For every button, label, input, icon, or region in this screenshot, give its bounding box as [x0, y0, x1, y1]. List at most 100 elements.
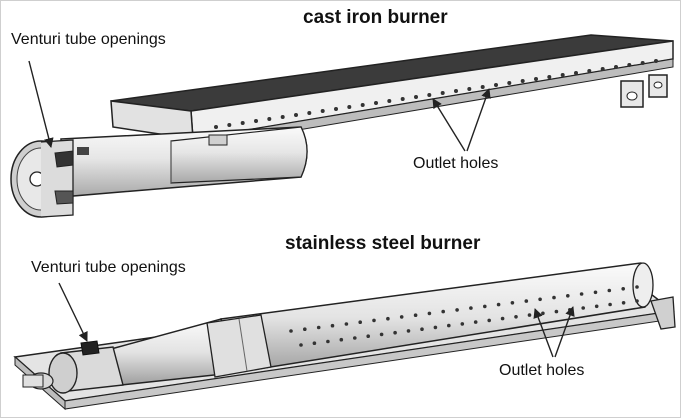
outlet-hole [514, 315, 518, 319]
outlet-hole [334, 107, 338, 111]
outlet-hole [593, 290, 598, 295]
outlet-hole [227, 123, 232, 127]
outlet-hole [608, 302, 612, 307]
outlet-hole [267, 117, 272, 121]
outlet-hole [387, 99, 392, 103]
outlet-hole [440, 91, 445, 95]
outlet-hole [574, 71, 578, 75]
outlet-hole [433, 325, 438, 330]
cast-iron-venturi-tube [10, 126, 308, 218]
outlet-hole [372, 318, 376, 323]
outlet-hole [455, 308, 459, 312]
outlet-hole [510, 301, 515, 305]
outlet-hole [214, 125, 218, 129]
outlet-hole [538, 297, 542, 302]
outlet-hole [524, 299, 529, 303]
outlet-hole [427, 93, 432, 97]
cast-iron-burner [10, 34, 674, 218]
cast-iron-venturi-label: Venturi tube openings [11, 31, 166, 48]
outlet-hole [534, 77, 538, 81]
outlet-hole [496, 302, 501, 307]
outlet-hole [507, 81, 512, 85]
outlet-hole [358, 320, 363, 325]
stainless-venturi-opening [80, 340, 100, 356]
outlet-hole [494, 83, 498, 87]
outlet-hole [467, 87, 472, 91]
outlet-hole [307, 111, 312, 115]
stainless-venturi-arrow [58, 282, 88, 342]
outlet-hole [339, 337, 344, 342]
outlet-hole [527, 313, 532, 317]
cast-iron-title: cast iron burner [303, 7, 448, 28]
outlet-hole [635, 299, 639, 303]
outlet-hole [547, 75, 552, 79]
outlet-hole [581, 306, 585, 310]
outlet-hole [312, 341, 317, 346]
outlet-hole [473, 320, 478, 324]
cast-iron-outlet-holes [214, 59, 658, 129]
stainless-outlet-holes [289, 285, 639, 347]
outlet-hole [240, 121, 245, 125]
outlet-hole [406, 329, 411, 333]
outlet-hole [454, 89, 458, 93]
outlet-hole [366, 334, 371, 339]
outlet-hole [299, 343, 303, 347]
outlet-hole [520, 79, 525, 83]
outlet-hole [566, 294, 570, 298]
cast-iron-end-foot [620, 74, 668, 108]
outlet-hole [393, 330, 397, 335]
stainless-title: stainless steel burner [285, 233, 481, 254]
outlet-hole [654, 59, 658, 63]
outlet-hole [587, 69, 592, 73]
outlet-hole [400, 97, 405, 101]
outlet-hole [360, 103, 365, 107]
outlet-hole [441, 309, 446, 314]
cast-iron-venturi-opening [54, 150, 74, 168]
outlet-hole [600, 67, 605, 71]
outlet-hole [469, 306, 473, 310]
outlet-hole [399, 315, 404, 319]
outlet-hole [621, 301, 626, 305]
stainless-inlet-end [22, 340, 124, 394]
outlet-hole [627, 63, 632, 67]
outlet-hole [614, 65, 618, 69]
outlet-hole [294, 113, 298, 117]
outlet-hole [303, 327, 307, 332]
outlet-hole [427, 311, 432, 316]
outlet-hole [460, 322, 465, 326]
outlet-hole [320, 109, 325, 113]
outlet-hole [594, 304, 599, 309]
outlet-hole [386, 316, 390, 321]
outlet-hole [635, 285, 639, 289]
outlet-hole [579, 292, 584, 296]
outlet-hole [541, 311, 545, 316]
stainless-steel-burner [13, 262, 676, 411]
outlet-hole [374, 101, 378, 105]
outlet-hole [347, 105, 352, 109]
stainless-outlet-label: Outlet holes [499, 362, 585, 379]
outlet-hole [554, 309, 559, 314]
cast-iron-outlet-arrow-1 [432, 98, 466, 152]
outlet-hole [607, 288, 612, 293]
outlet-hole [254, 119, 258, 123]
stainless-outlet-arrow-2 [554, 306, 575, 358]
cast-iron-outlet-arrow-2 [466, 88, 491, 152]
outlet-hole [289, 329, 293, 333]
outlet-hole [413, 313, 418, 318]
cast-iron-venturi-arrow [28, 60, 54, 148]
outlet-hole [480, 85, 485, 89]
outlet-hole [483, 304, 487, 309]
outlet-hole [640, 61, 645, 65]
outlet-hole [487, 318, 492, 323]
outlet-hole [316, 325, 321, 330]
stainless-outlet-arrow-1 [533, 308, 554, 358]
outlet-hole [353, 336, 357, 340]
outlet-hole [330, 323, 335, 328]
outlet-hole [379, 332, 384, 337]
outlet-hole [621, 287, 625, 291]
cast-iron-outlet-label: Outlet holes [413, 155, 499, 172]
outlet-hole [420, 327, 424, 332]
outlet-hole [560, 73, 565, 77]
